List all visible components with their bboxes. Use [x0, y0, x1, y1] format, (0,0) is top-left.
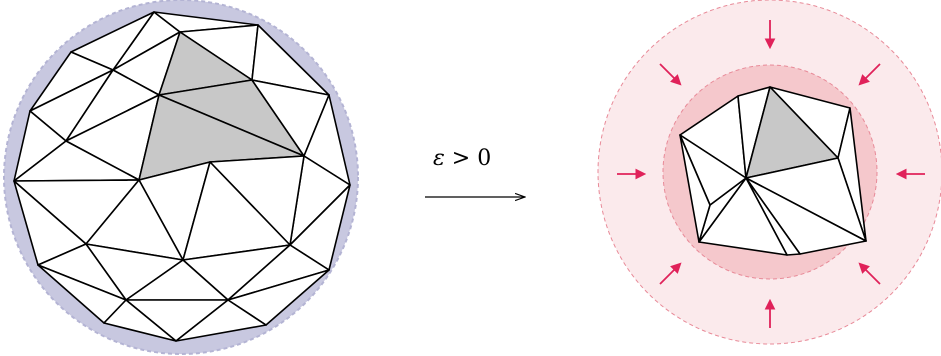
- left-mesh-face: [103, 299, 177, 342]
- right-mesh-face: [679, 134, 711, 243]
- right-mesh-panel: [597, 0, 941, 345]
- arrow-bottom-left: [659, 262, 682, 285]
- right-mesh: [679, 86, 867, 256]
- left-mesh-face: [175, 299, 267, 342]
- arrow-bottom-right: [858, 262, 881, 285]
- arrow-top-right: [858, 63, 881, 86]
- transition-arrow: ε > 0: [425, 146, 525, 197]
- left-mesh-panel: [3, 0, 359, 355]
- arrow-top-left: [659, 63, 682, 86]
- left-mesh: [13, 11, 351, 342]
- epsilon-label: ε > 0: [433, 146, 491, 171]
- inward-arrows: [617, 20, 925, 328]
